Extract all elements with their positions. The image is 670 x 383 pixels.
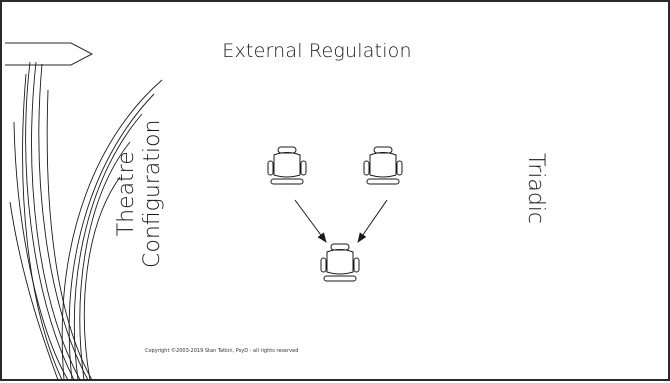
chair-bottom-icon [320, 243, 360, 282]
slide-title: External Regulation [222, 40, 412, 62]
chair-top-right-icon [363, 146, 403, 185]
arrow-right-icon [357, 199, 388, 243]
left-label-line2: Configuration [140, 119, 165, 268]
arrow-tab-icon [5, 42, 94, 66]
left-label-line1: Theatre [114, 151, 139, 237]
chair-top-left-icon [267, 146, 307, 185]
copyright-text: Copyright ©2003-2019 Stan Tatkin, PsyD -… [145, 348, 299, 354]
decorative-swoosh-lines [9, 61, 163, 381]
left-vertical-label: Theatre Configuration [114, 120, 166, 268]
right-vertical-label: Triadic [523, 153, 548, 225]
arrow-left-icon [294, 199, 327, 243]
